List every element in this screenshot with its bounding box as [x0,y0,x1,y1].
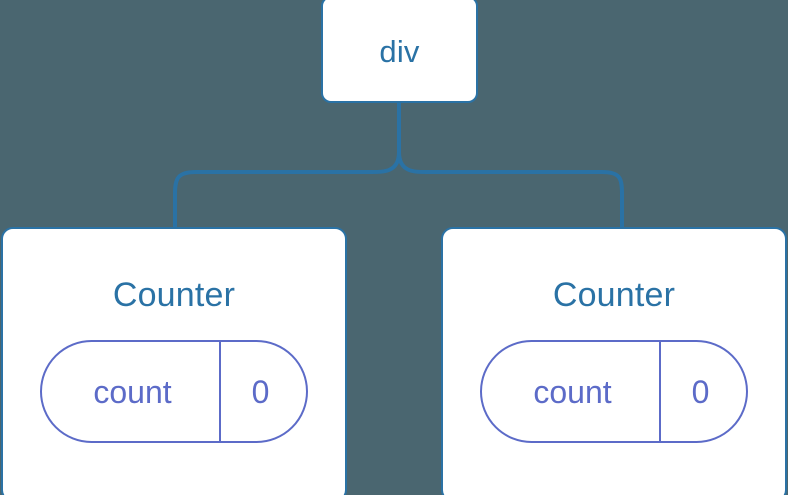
connector-to-right-counter [397,151,624,231]
state-key-count-1: count [42,342,221,441]
node-counter-2-label: Counter [552,276,676,314]
connector-to-left-counter [173,151,401,231]
node-div-label: div [379,34,420,69]
state-value-count-2: 0 [691,373,710,410]
state-key-count-2: count [482,342,661,441]
state-pill-counter-2[interactable]: count 0 [480,340,748,443]
state-pill-counter-1[interactable]: count 0 [40,340,308,443]
node-div[interactable]: div [321,0,478,103]
node-counter-2[interactable]: Counter count 0 [441,227,787,495]
node-counter-1-label: Counter [112,276,236,314]
node-counter-1[interactable]: Counter count 0 [1,227,347,495]
state-value-count-1: 0 [251,373,270,410]
